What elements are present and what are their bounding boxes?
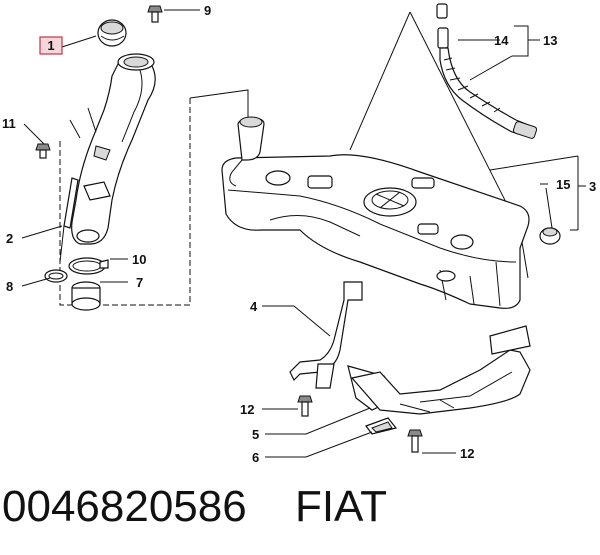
bracket-part-6: [365, 417, 398, 435]
part-caption: 0046820586 FIAT: [2, 482, 598, 542]
label-13: 13: [543, 33, 557, 48]
label-8: 8: [6, 279, 13, 294]
label-10: 10: [132, 252, 146, 267]
bolt-part-12-upper: [297, 395, 313, 417]
vent-hose-part: [436, 3, 538, 139]
leader-lines: [21, 9, 586, 458]
label-6: 6: [252, 450, 259, 465]
label-12-lower: 12: [460, 446, 474, 461]
label-11: 11: [2, 116, 16, 131]
label-1: 1: [47, 38, 54, 53]
label-3: 3: [589, 179, 596, 194]
filler-neck-part: [59, 53, 156, 263]
highlight-box-part-1: [39, 36, 63, 55]
label-9: 9: [204, 3, 211, 18]
label-15: 15: [556, 177, 570, 192]
label-2: 2: [6, 231, 13, 246]
screw-part-9: [147, 5, 163, 23]
filler-cap-part: [97, 19, 127, 47]
sleeve-part-7: [71, 281, 101, 311]
label-7: 7: [136, 275, 143, 290]
group-boundary-lines: [59, 11, 529, 306]
fuel-tank-part: [221, 116, 530, 309]
label-14: 14: [494, 33, 509, 48]
callout-labels: 1 9 11 2 8 10 7 14 13 15 3 4 12 5 6 12: [2, 3, 596, 465]
part-number: 0046820586: [2, 482, 247, 531]
hose-clamp-part-10: [68, 257, 109, 275]
label-12-upper: 12: [240, 402, 254, 417]
bolt-part-12-lower: [407, 429, 423, 453]
label-5: 5: [252, 427, 259, 442]
brand-name: FIAT: [294, 482, 388, 531]
label-4: 4: [250, 299, 258, 314]
grommet-part-15: [539, 227, 561, 245]
heat-shield-part-5: [350, 325, 531, 415]
screw-part-11: [35, 143, 51, 159]
small-clamp-part-8: [44, 269, 68, 283]
